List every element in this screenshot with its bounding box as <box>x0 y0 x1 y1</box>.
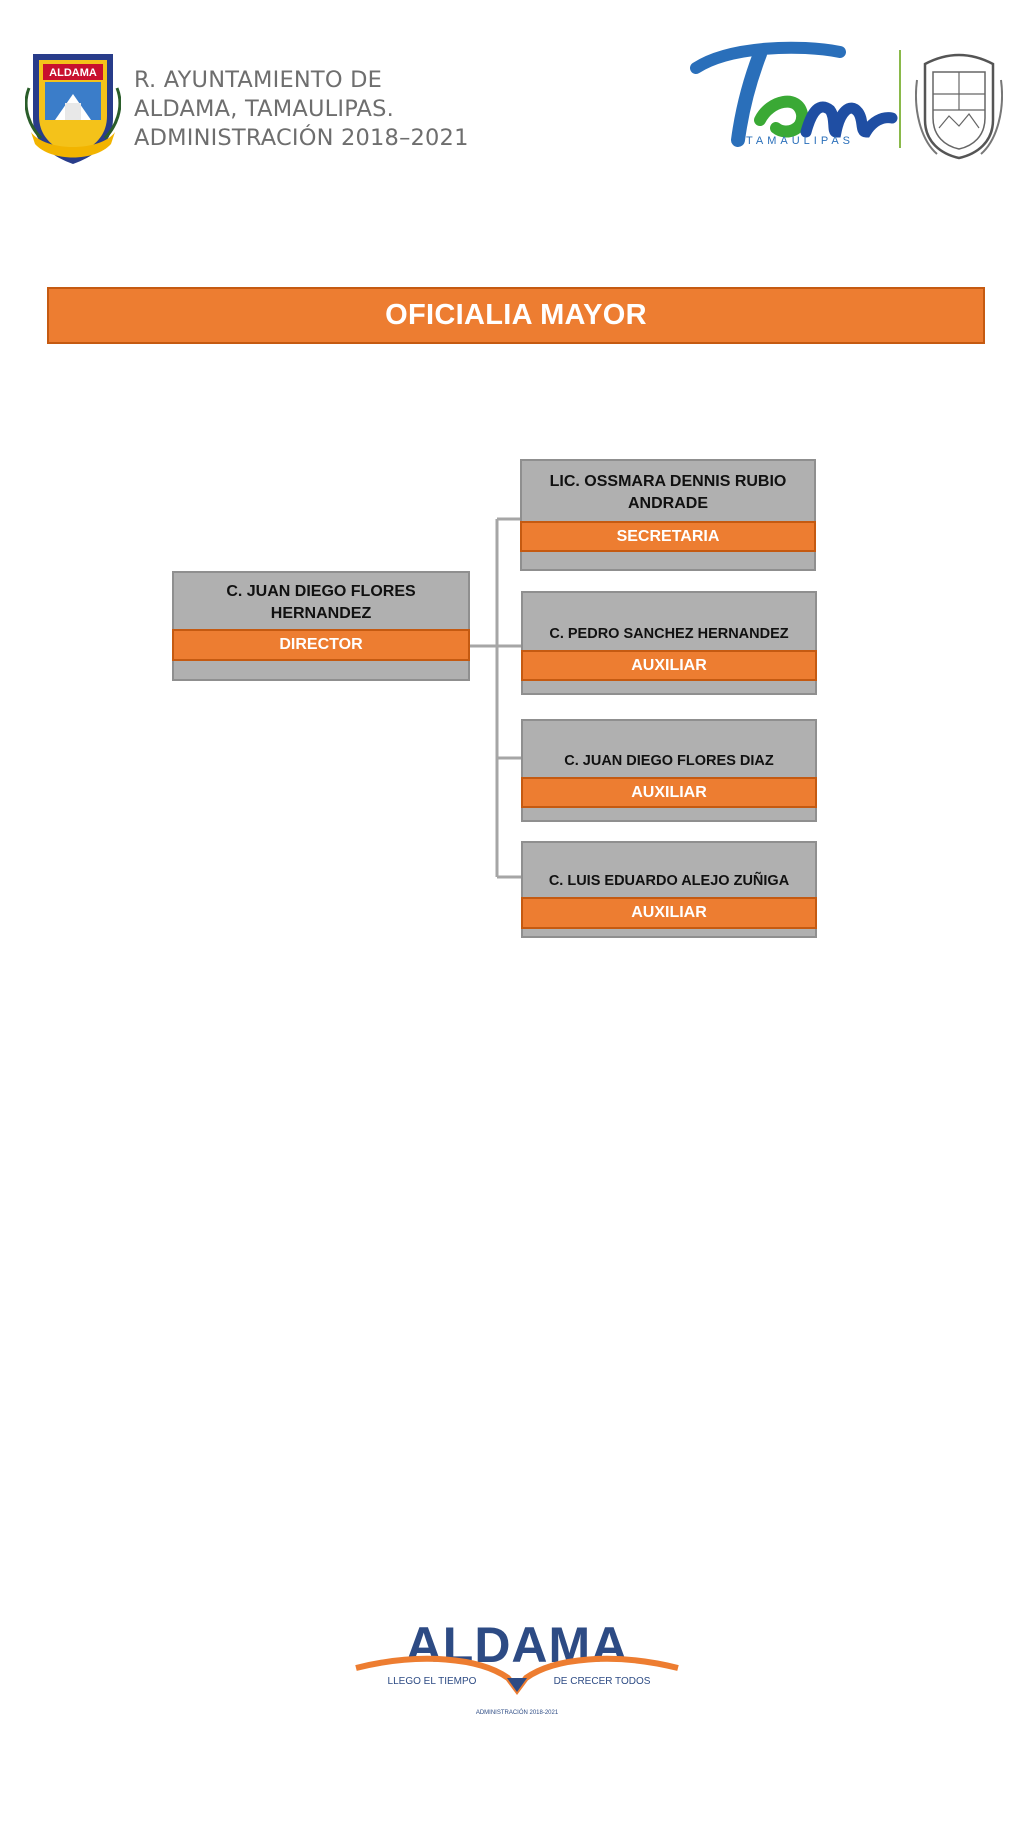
staff-role: AUXILIAR <box>521 897 817 929</box>
shield-wordmark: ALDAMA <box>49 67 97 79</box>
org-box-director: C. JUAN DIEGO FLORES HERNANDEZ DIRECTOR <box>172 571 470 681</box>
footer-slogan-left: LLEGO EL TIEMPO <box>388 1676 477 1687</box>
staff-role: AUXILIAR <box>521 777 817 808</box>
staff-name: LIC. OSSMARA DENNIS RUBIO ANDRADE <box>549 473 787 512</box>
aldama-footer-logo: ALDAMA LLEGO EL TIEMPO DE CRECER TODOS A… <box>355 1617 679 1716</box>
tam-logo-subtitle: TAMAULIPAS <box>746 135 854 147</box>
header-line-3: ADMINISTRACIÓN 2018–2021 <box>134 125 469 151</box>
org-chart-connectors <box>470 517 522 879</box>
staff-role: AUXILIAR <box>521 650 817 681</box>
director-name: C. JUAN DIEGO FLORES HERNANDEZ <box>226 583 416 622</box>
org-box-staff: C. JUAN DIEGO FLORES DIAZ AUXILIAR <box>521 719 817 822</box>
staff-role: SECRETARIA <box>520 521 816 552</box>
aldama-shield-logo: ALDAMA <box>25 54 121 164</box>
header-line-2: ALDAMA, TAMAULIPAS. <box>134 96 394 122</box>
staff-name: C. JUAN DIEGO FLORES DIAZ <box>564 753 774 769</box>
header-municipality-text: R. AYUNTAMIENTO DE ALDAMA, TAMAULIPAS. A… <box>134 66 469 153</box>
director-role: DIRECTOR <box>172 629 470 661</box>
header-line-1: R. AYUNTAMIENTO DE <box>134 67 383 93</box>
page-title: OFICIALIA MAYOR <box>385 299 647 331</box>
tamaulipas-tam-logo: TAMAULIPAS <box>690 41 901 148</box>
footer-slogan-right: DE CRECER TODOS <box>554 1676 651 1687</box>
staff-name: C. PEDRO SANCHEZ HERNANDEZ <box>549 626 789 642</box>
org-box-staff: C. LUIS EDUARDO ALEJO ZUÑIGA AUXILIAR <box>521 841 817 938</box>
footer-small-text: ADMINISTRACIÓN 2018-2021 <box>476 1709 559 1716</box>
org-box-staff: LIC. OSSMARA DENNIS RUBIO ANDRADE SECRET… <box>520 459 816 571</box>
org-box-staff: C. PEDRO SANCHEZ HERNANDEZ AUXILIAR <box>521 591 817 695</box>
tamaulipas-state-seal <box>915 53 1003 160</box>
footer-wordmark: ALDAMA <box>406 1617 629 1673</box>
page-title-banner: OFICIALIA MAYOR <box>47 287 985 344</box>
staff-name: C. LUIS EDUARDO ALEJO ZUÑIGA <box>548 873 790 889</box>
